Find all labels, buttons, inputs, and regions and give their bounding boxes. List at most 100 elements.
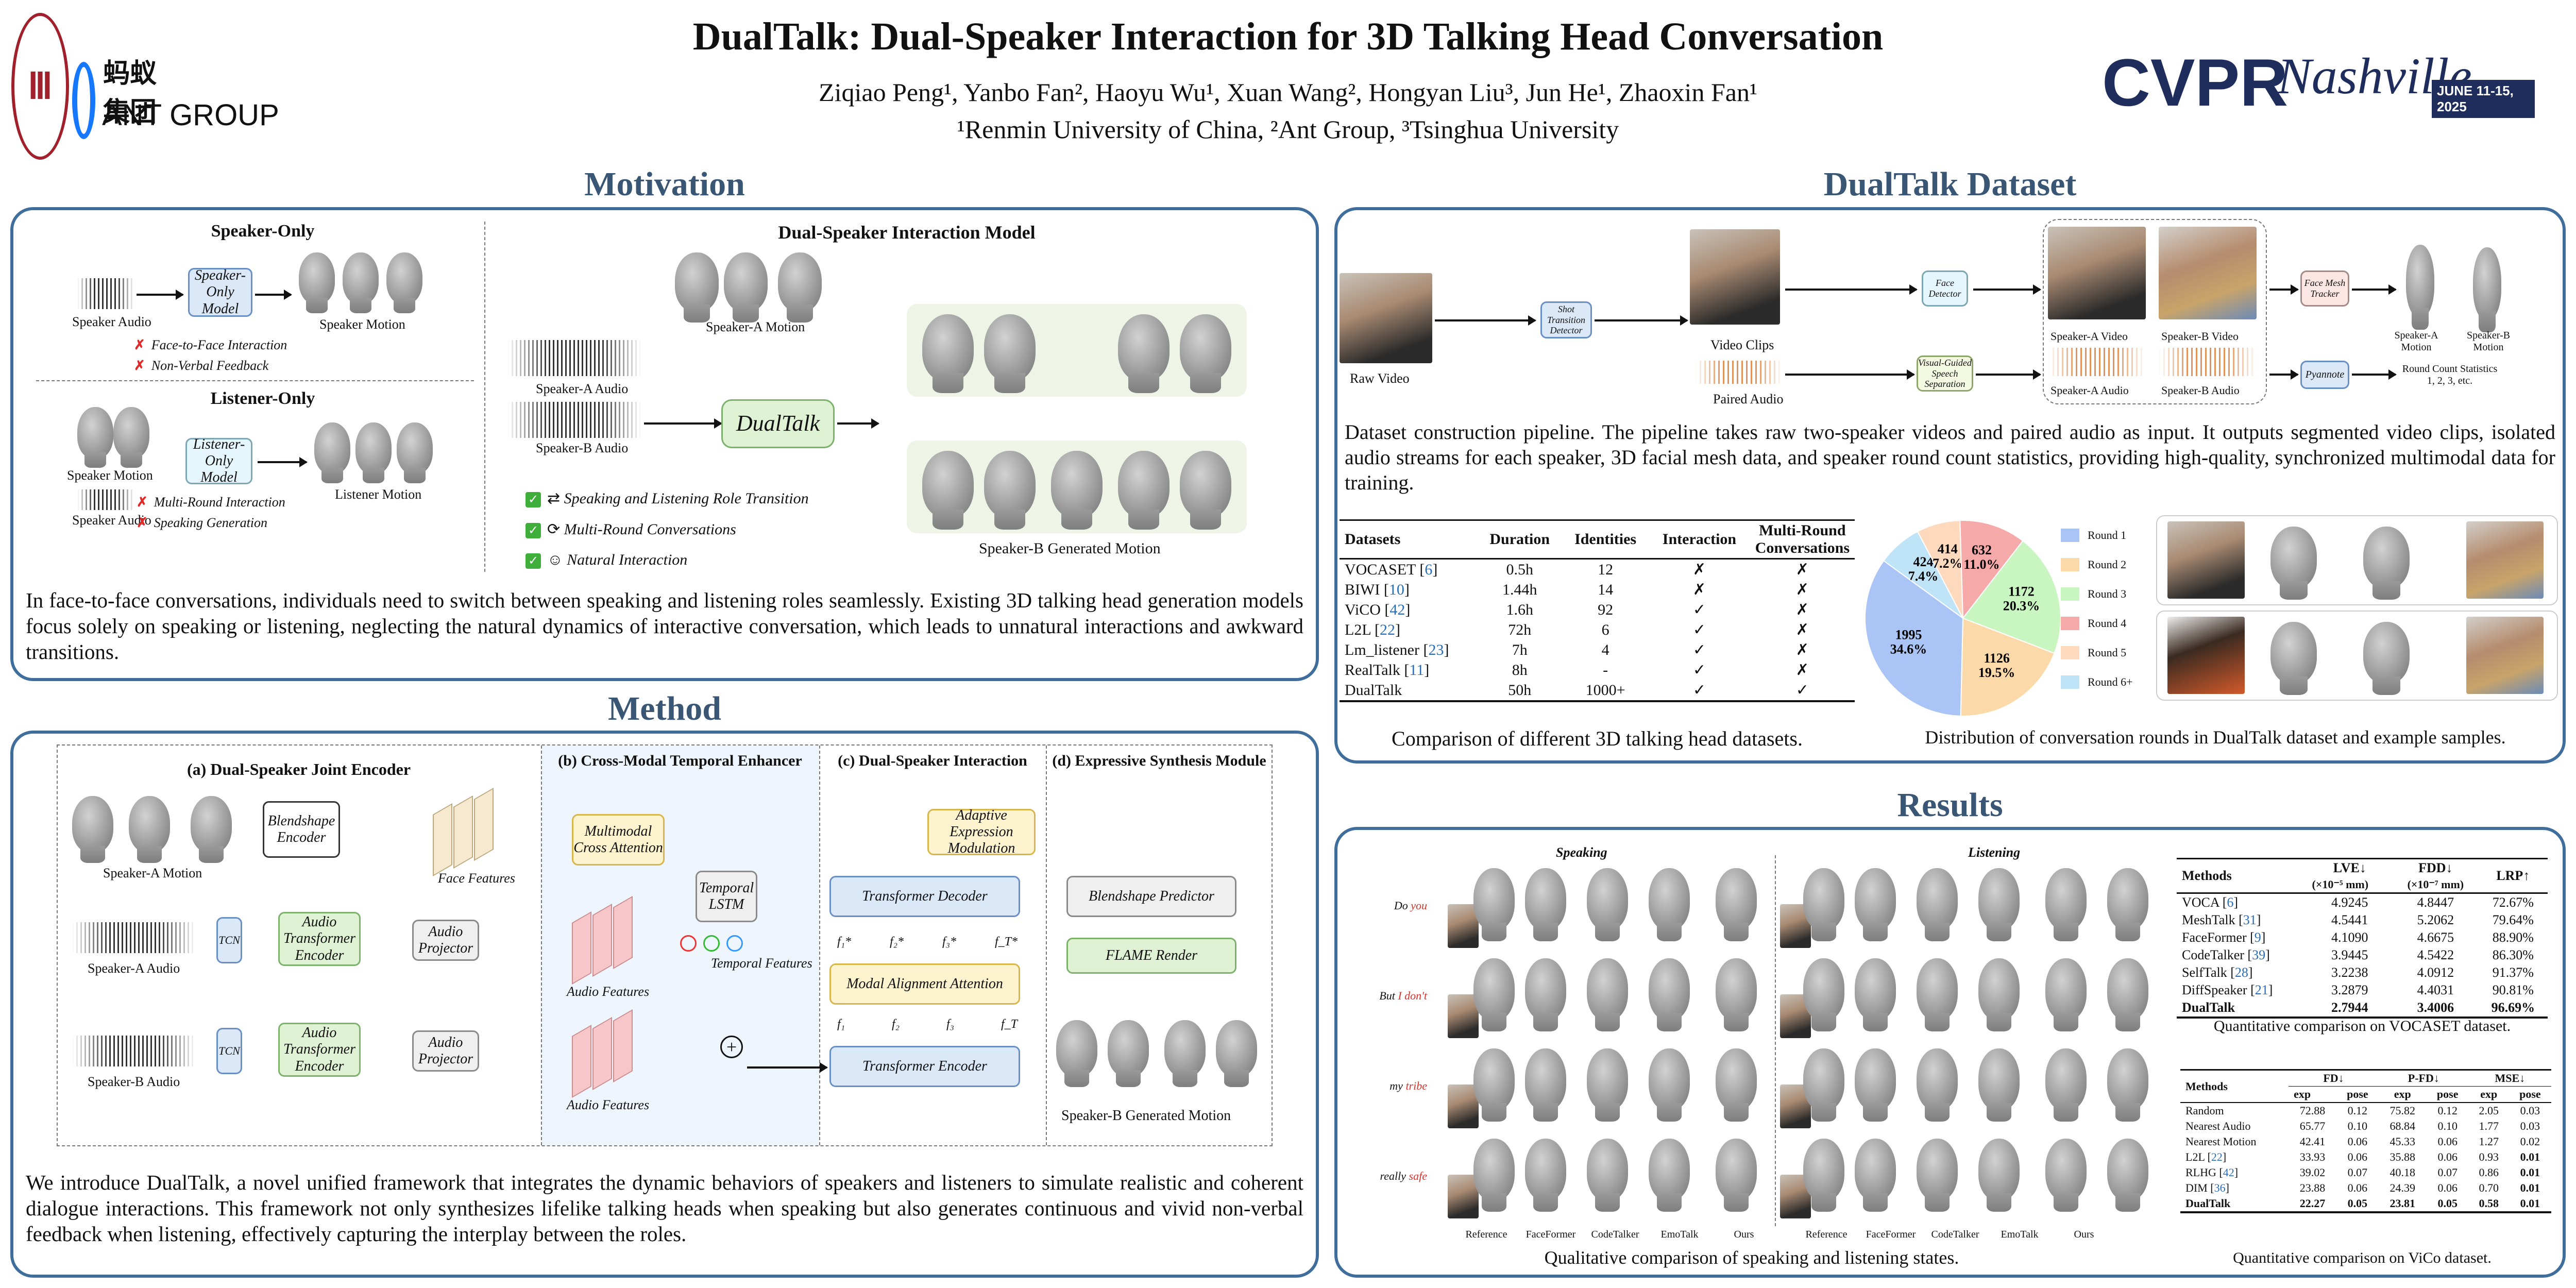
citation: 31	[2243, 912, 2257, 927]
method-cell: Lm_listener [23]	[1345, 641, 1449, 658]
table-header: Methods FD↓ P-FD↓ MSE↓	[2180, 1070, 2551, 1093]
label: Speaker-A Video	[2050, 330, 2128, 343]
method-name: BIWI	[1345, 581, 1380, 598]
head-render	[2045, 958, 2087, 1031]
label: Speaker-B Motion	[2466, 330, 2510, 353]
motivation-heading: Motivation	[584, 165, 745, 203]
table-cell: 1000+	[1585, 681, 1625, 699]
cross-icon: ✗	[137, 495, 148, 510]
table-cell: ✗	[1795, 561, 1809, 578]
pie-percent-label: 34.6%	[1890, 641, 1927, 656]
table-cell: 86.30%	[2492, 947, 2534, 962]
table-cell: 1.77	[2479, 1120, 2499, 1132]
unit: (×10⁻⁵ mm)	[2312, 878, 2369, 891]
label: Speaker Motion	[67, 468, 153, 483]
method-cell: DualTalk	[1340, 680, 1478, 701]
head-render	[1855, 1139, 1896, 1212]
table-cell: 0.01	[2520, 1166, 2540, 1179]
waveform-icon	[2159, 348, 2257, 376]
label: Speaker Audio	[72, 314, 151, 329]
speaker-only-model-box: Speaker-Only Model	[188, 267, 252, 317]
table-cell: 75.82	[2389, 1104, 2416, 1117]
table-cell: 33.93	[2299, 1150, 2326, 1163]
head-render	[1525, 868, 1566, 941]
head-render	[2045, 1048, 2087, 1122]
arrow	[837, 418, 879, 429]
pie-value-label: 1126	[1984, 651, 2010, 666]
column-header: MSE↓	[2468, 1070, 2551, 1087]
vico-caption: Quantitative comparison on ViCo dataset.	[2233, 1249, 2492, 1266]
phrase-word: I	[1398, 989, 1402, 1002]
listener-only-title: Listener-Only	[210, 389, 315, 408]
table-cell: 72h	[1508, 621, 1532, 638]
table-cell: 90.81%	[2492, 982, 2534, 997]
method-name: Nearest Audio	[2185, 1120, 2251, 1132]
legend-item: Round 1	[2061, 520, 2154, 550]
citation: 22	[1380, 621, 1396, 638]
table-cell: 1.44h	[1502, 581, 1537, 598]
speaking-label: Speaking	[1556, 845, 1607, 860]
label: Speaker-A Audio	[536, 381, 629, 396]
method-name: RealTalk	[1345, 661, 1400, 679]
table-cell: 0.06	[2437, 1135, 2458, 1148]
token: f_T	[1001, 1018, 1018, 1031]
head-render	[1803, 1048, 1844, 1122]
head-render	[1917, 1139, 1958, 1212]
dualtalk-model-box: DualTalk	[721, 399, 835, 448]
phrase-word: really	[1380, 1170, 1409, 1182]
arrow	[255, 290, 292, 300]
method-cell: MeshTalk [31]	[2182, 912, 2261, 927]
head-render	[1978, 868, 2020, 941]
head-render	[2107, 958, 2148, 1031]
table-cell: 0.06	[2437, 1181, 2458, 1194]
table-cell: 5.2062	[2417, 912, 2454, 927]
method-cell: DiffSpeaker [21]	[2182, 982, 2273, 997]
table-cell: 0.93	[2479, 1150, 2499, 1163]
audio-projector-box: Audio Projector	[412, 1030, 479, 1072]
label: Speaker-B Audio	[536, 440, 629, 455]
label: Speaker Motion	[319, 317, 405, 332]
pie-value-label: 1995	[1895, 627, 1922, 642]
pie-slice-round-3	[1962, 540, 2061, 654]
face-mesh-tracker-box: Face Mesh Tracker	[2300, 270, 2349, 307]
motivation-text: In face-to-face conversations, individua…	[26, 588, 1303, 664]
table-cell: 92	[1598, 601, 1614, 618]
legend-swatch	[2061, 528, 2079, 542]
head-render	[1525, 1139, 1566, 1212]
pie-slice-round-1	[1865, 560, 1964, 717]
citation: 11	[1409, 661, 1425, 679]
table-cell: 3.9445	[2331, 947, 2368, 962]
head-render	[1525, 1048, 1566, 1122]
column-label: EmoTalk	[1660, 1229, 1699, 1240]
phrase-word: safe	[1409, 1170, 1427, 1182]
waveform-icon	[77, 278, 134, 309]
method-name: CodeTalker	[2182, 947, 2244, 962]
column-header: Methods	[2182, 868, 2232, 883]
table-cell: 2.7944	[2331, 1000, 2368, 1015]
rounds-pie-chart: 4247.4%4147.2%63211.0%117220.3%112619.5%…	[1865, 520, 2061, 717]
method-cell: RealTalk [11]	[1345, 661, 1430, 679]
section-c-title: (c) Dual-Speaker Interaction	[838, 752, 1027, 769]
tcn-box: TCN	[216, 1028, 242, 1074]
flame-render-box: FLAME Render	[1066, 938, 1236, 974]
vocaset-caption: Quantitative comparison on VOCASET datas…	[2213, 1018, 2511, 1035]
table-cell: 7h	[1512, 641, 1528, 658]
method-cell: VOCASET [6]	[1345, 561, 1438, 578]
legend-label: Round 2	[2088, 557, 2127, 571]
table-cell: 72.67%	[2492, 895, 2534, 910]
head-render	[1803, 958, 1844, 1031]
temporal-lstm-box: Temporal LSTM	[696, 871, 757, 922]
column-header: FDD↓	[2418, 860, 2453, 875]
method-cell: SelfTalk [28]	[2182, 965, 2253, 980]
method-cell: FaceFormer [9]	[2182, 930, 2266, 945]
audio-transformer-encoder-box: Audio Transformer Encoder	[278, 1023, 361, 1077]
column-label: CodeTalker	[1931, 1229, 1979, 1240]
method-cell: DualTalk	[2177, 999, 2307, 1018]
